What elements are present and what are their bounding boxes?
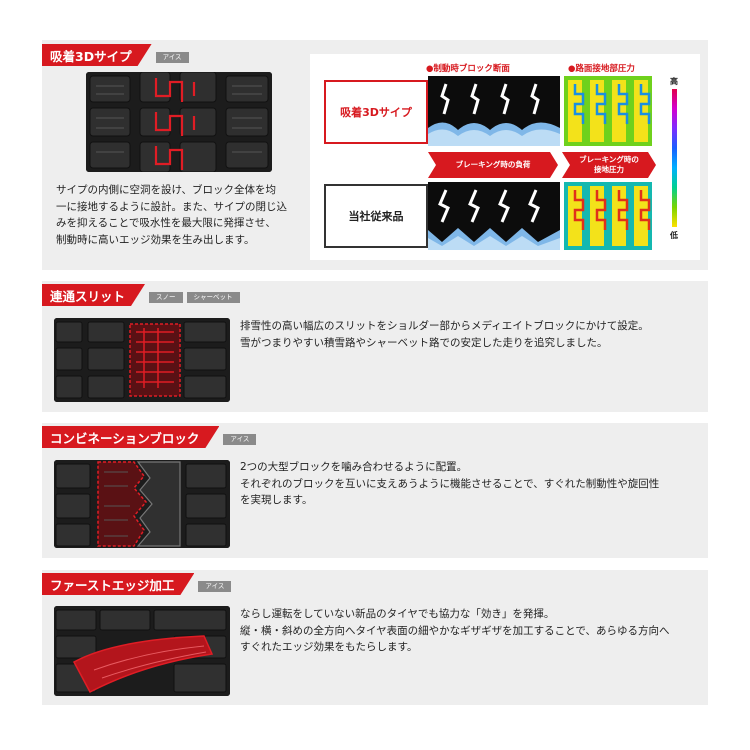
block-section-image-new — [428, 76, 560, 146]
tread-image — [54, 606, 230, 696]
row-label-conventional: 当社従来品 — [324, 184, 428, 248]
condition-chip-slush: シャーベット — [186, 292, 240, 303]
contact-pressure-arrow: ブレーキング時の 接地圧力 — [562, 152, 656, 178]
section-title: コンビネーションブロック — [42, 426, 219, 448]
braking-load-arrow: ブレーキング時の負荷 — [428, 152, 558, 178]
tread-image — [54, 460, 230, 548]
comparison-diagram: ●制動時ブロック断面 ●路面接地部圧力 吸着3Dサイプ 当社従来品 — [310, 54, 700, 260]
section-tag: 連通スリット スノー シャーベット — [42, 284, 240, 306]
tread-image — [86, 72, 272, 172]
description-text: 排雪性の高い幅広のスリットをショルダー部からメディエイトブロックにかけて設定。 … — [240, 320, 649, 349]
description-text: ならし運転をしていない新品のタイヤでも協力な「効き」を発揮。 縦・横・斜めの全方… — [240, 608, 670, 653]
section-3d-sipe: 吸着3Dサイプ アイス サイプの内側に空洞を設け、ブロック全体を均 一に接地する… — [42, 40, 708, 270]
section-description: 排雪性の高い幅広のスリットをショルダー部からメディエイトブロックにかけて設定。 … — [240, 318, 700, 351]
pressure-scale-bar — [672, 89, 677, 227]
description-text: 2つの大型ブロックを噛み合わせるように配置。 それぞれのブロックを互いに支えあう… — [240, 461, 660, 506]
description-text: サイプの内側に空洞を設け、ブロック全体を均 一に接地するように設計。また、サイプ… — [56, 184, 287, 246]
tread-image — [54, 318, 230, 402]
scale-high-label: 高 — [670, 77, 678, 86]
section-tag: コンビネーションブロック アイス — [42, 426, 257, 448]
pressure-map-old — [564, 182, 652, 250]
section-title: 連通スリット — [42, 284, 145, 306]
pressure-map-new — [564, 76, 652, 146]
section-description: サイプの内側に空洞を設け、ブロック全体を均 一に接地するように設計。また、サイプ… — [56, 182, 306, 248]
section-title: ファーストエッジ加工 — [42, 573, 194, 595]
row-label-3d-sipe: 吸着3Dサイプ — [324, 80, 428, 144]
scale-low-label: 低 — [670, 231, 678, 240]
section-combination-block: コンビネーションブロック アイス 2つの大型ブロックを噛み合わせるように配置。 … — [42, 423, 708, 558]
condition-chip: アイス — [198, 581, 232, 592]
col-header-section: ●制動時ブロック断面 — [426, 64, 510, 74]
condition-chip-snow: スノー — [149, 292, 183, 303]
section-tag: 吸着3Dサイプ アイス — [42, 44, 189, 66]
block-section-image-old — [428, 182, 560, 250]
section-description: 2つの大型ブロックを噛み合わせるように配置。 それぞれのブロックを互いに支えあう… — [240, 459, 702, 509]
section-first-edge: ファーストエッジ加工 アイス ならし運転をしていない新品のタイヤでも協力な「効き… — [42, 570, 708, 705]
section-description: ならし運転をしていない新品のタイヤでも協力な「効き」を発揮。 縦・横・斜めの全方… — [240, 606, 702, 656]
section-tag: ファーストエッジ加工 アイス — [42, 573, 232, 595]
section-title: 吸着3Dサイプ — [42, 44, 152, 66]
condition-chip: アイス — [223, 434, 257, 445]
condition-chip: アイス — [155, 52, 189, 63]
col-header-pressure: ●路面接地部圧力 — [568, 64, 635, 74]
section-connected-slit: 連通スリット スノー シャーベット 排雪性の高い幅広のスリットをショルダー部から… — [42, 281, 708, 412]
